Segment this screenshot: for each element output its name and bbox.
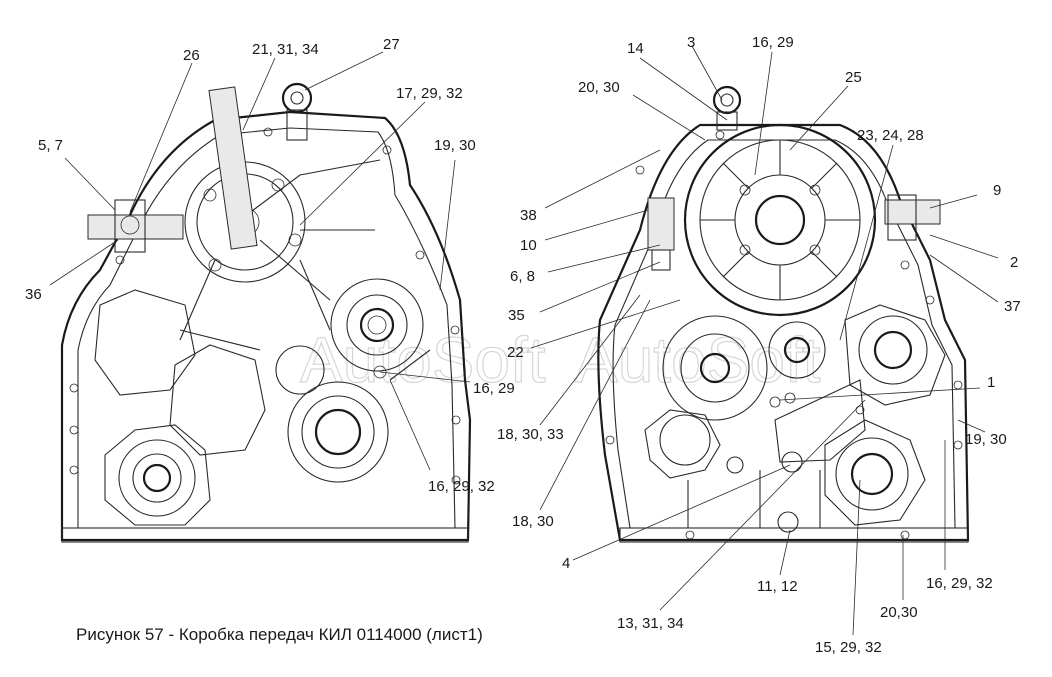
callout-36: 36 — [25, 286, 42, 303]
callout-18-30-33: 18, 30, 33 — [497, 426, 564, 443]
callout-22: 22 — [507, 344, 524, 361]
right-left-shaft — [647, 197, 675, 251]
callout-25: 25 — [845, 69, 862, 86]
left-bearing-cover-lower — [287, 381, 389, 483]
callout-4: 4 — [562, 555, 570, 572]
callout-26: 26 — [183, 47, 200, 64]
callout-6-8: 6, 8 — [510, 268, 535, 285]
callout-13-31-34: 13, 31, 34 — [617, 615, 684, 632]
right-bearing-cover-upper — [844, 304, 946, 406]
left-bearing-cover-bottom — [104, 424, 211, 526]
callout-37: 37 — [1004, 298, 1021, 315]
shift-lever — [208, 86, 258, 250]
callout-5-7: 5, 7 — [38, 137, 63, 154]
callout-23-24-28: 23, 24, 28 — [857, 127, 924, 144]
callout-17-29-32: 17, 29, 32 — [396, 85, 463, 102]
left-bearing-cover-mid — [330, 278, 424, 372]
right-side-shaft — [884, 199, 941, 225]
left-cover-plate-a — [94, 289, 196, 396]
callout-3: 3 — [687, 34, 695, 51]
callout-left-16-29-32: 16, 29, 32 — [428, 478, 495, 495]
callout-1: 1 — [987, 374, 995, 391]
watermark-text-right: AutoSoft — [575, 324, 821, 396]
callout-10: 10 — [520, 237, 537, 254]
callout-right-20-30-top: 20, 30 — [578, 79, 620, 96]
leader-lines — [49, 45, 999, 636]
figure-caption: Рисунок 57 - Коробка передач КИЛ 0114000… — [76, 625, 483, 644]
right-bearing-cover-lower — [824, 419, 926, 526]
callout-right-19-30: 19, 30 — [965, 431, 1007, 448]
callout-18-30: 18, 30 — [512, 513, 554, 530]
right-large-gear — [683, 123, 877, 317]
callout-15-29-32: 15, 29, 32 — [815, 639, 882, 656]
callout-left-16-29: 16, 29 — [473, 380, 515, 397]
right-cover-left-lower — [644, 409, 721, 479]
left-housing-view — [60, 82, 472, 543]
callout-right-16-29: 16, 29 — [752, 34, 794, 51]
left-side-shaft — [87, 214, 184, 240]
callout-labels: 26 21, 31, 34 27 5, 7 17, 29, 32 19, 30 … — [25, 34, 1021, 656]
callout-21-31-34: 21, 31, 34 — [252, 41, 319, 58]
watermark-text: AutoSoft — [300, 324, 546, 396]
callout-11-12: 11, 12 — [757, 578, 798, 595]
right-mid-gear-a — [662, 315, 768, 421]
left-lifting-eye — [281, 82, 313, 114]
left-cover-plate-b — [169, 344, 266, 456]
callout-14: 14 — [627, 40, 644, 57]
callout-35: 35 — [508, 307, 525, 324]
callout-27: 27 — [383, 36, 400, 53]
callout-right-16-29-32: 16, 29, 32 — [926, 575, 993, 592]
callout-left-19-30: 19, 30 — [434, 137, 476, 154]
callout-38: 38 — [520, 207, 537, 224]
right-mid-gear-b — [768, 321, 826, 379]
callout-9: 9 — [993, 182, 1001, 199]
right-lifting-eye — [712, 85, 742, 115]
right-housing-outline — [597, 123, 970, 542]
callout-right-20-30-bottom: 20,30 — [880, 604, 918, 621]
right-housing-view — [597, 85, 970, 543]
left-housing-outline — [60, 110, 472, 542]
callout-2: 2 — [1010, 254, 1018, 271]
